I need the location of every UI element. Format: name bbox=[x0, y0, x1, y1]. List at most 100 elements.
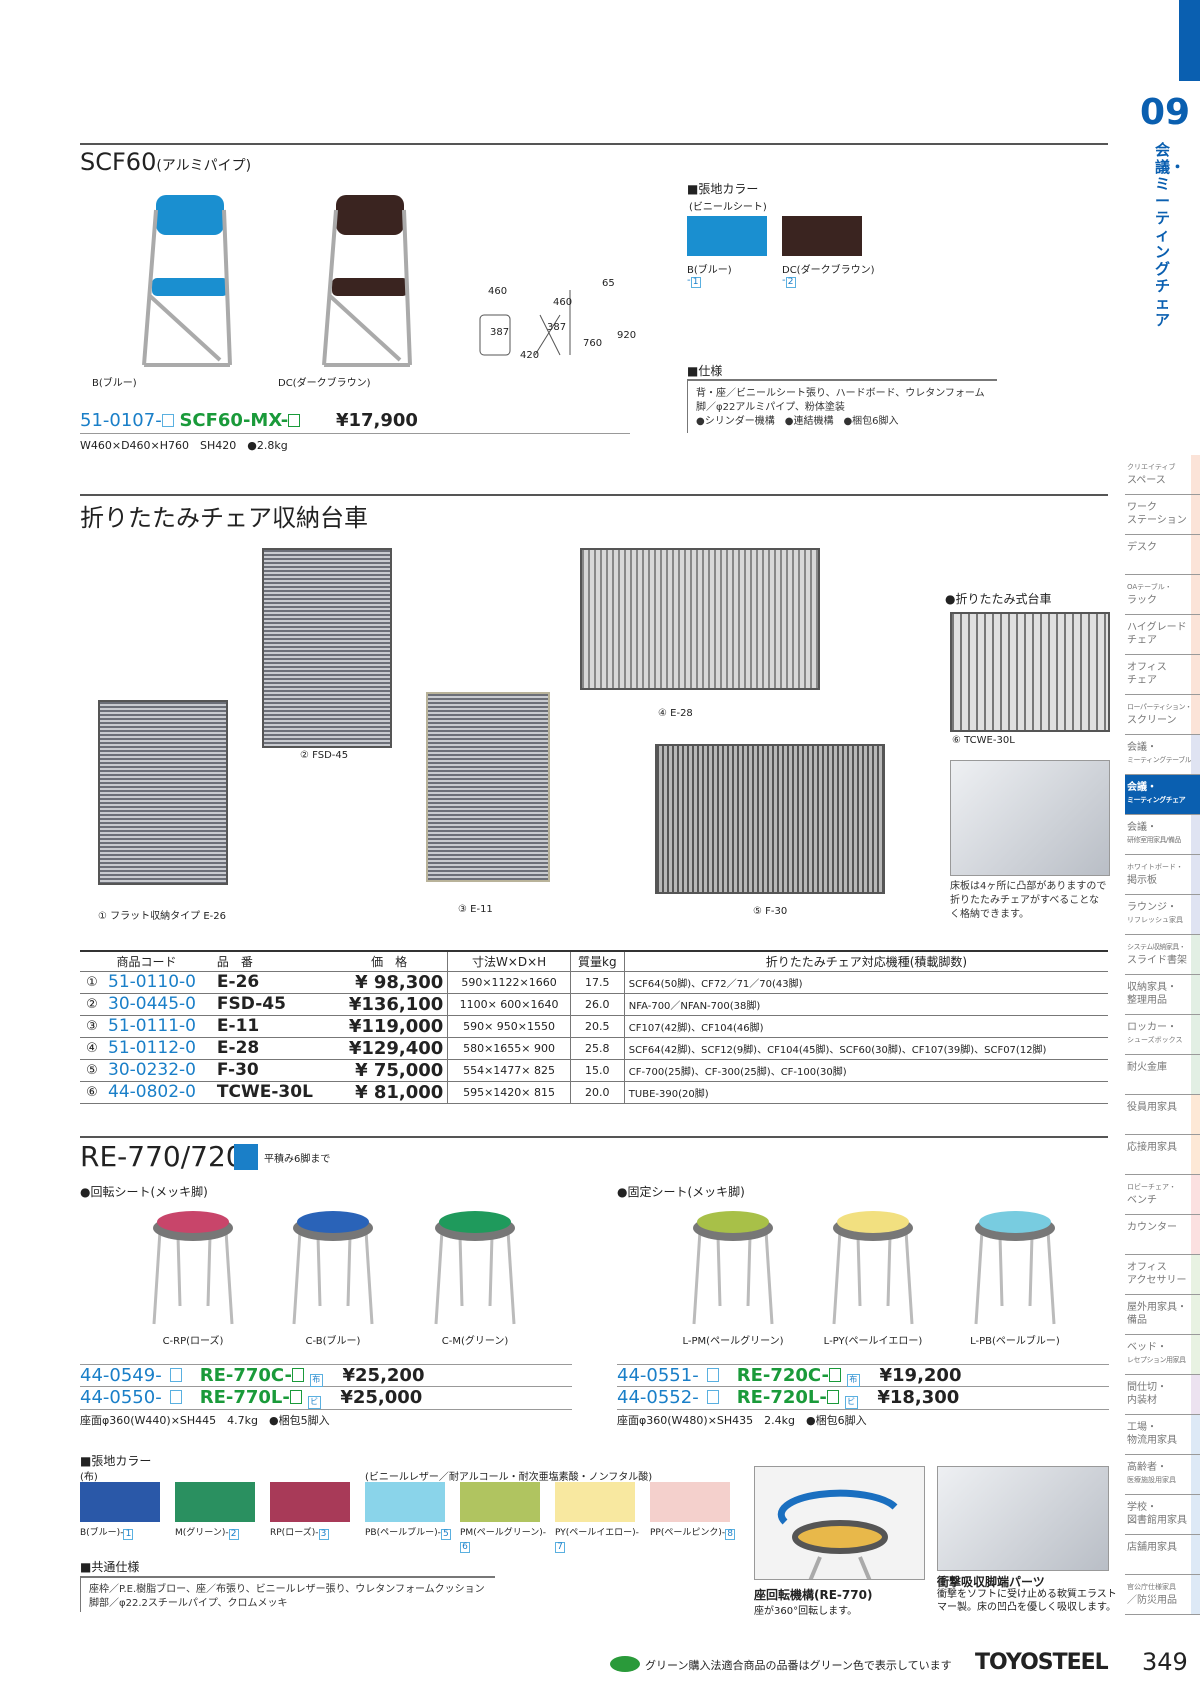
tab-label: 間仕切・内装材 bbox=[1127, 1381, 1189, 1407]
category-tab[interactable]: ベッド・レセプション用家具 bbox=[1125, 1335, 1200, 1375]
category-tab[interactable]: ローパーティション・スクリーン bbox=[1125, 695, 1200, 735]
category-tab[interactable]: ラウンジ・リフレッシュ家具 bbox=[1125, 895, 1200, 935]
tab-label-line: 応接用家具 bbox=[1127, 1142, 1177, 1153]
tab-color-bar bbox=[1191, 615, 1200, 654]
category-tab[interactable]: システム収納家具・スライド書架 bbox=[1125, 935, 1200, 975]
category-tab[interactable]: OAテーブル・ラック bbox=[1125, 575, 1200, 615]
category-tab[interactable]: 屋外用家具・備品 bbox=[1125, 1295, 1200, 1335]
fixed-head: ●固定シート(メッキ脚) bbox=[617, 1185, 745, 1199]
spec-left: 座面φ360(W440)×SH445 4.7kg ●梱包5脚入 bbox=[80, 1414, 330, 1427]
cell: NFA-700／NFAN-700(38脚) bbox=[623, 993, 1108, 1016]
cart-e28-image bbox=[580, 548, 820, 690]
scf60-product-line: 51-0107- SCF60-MX- ¥17,900 bbox=[80, 410, 418, 431]
stack-icon bbox=[234, 1144, 258, 1170]
cell: E-11 bbox=[212, 1015, 331, 1038]
label: PM(ペールグリーン)- bbox=[460, 1528, 547, 1538]
cell: 51-0112-0 bbox=[104, 1037, 213, 1060]
category-tab[interactable]: 会議・ミーティングチェア bbox=[1125, 775, 1200, 815]
caption: ② FSD-45 bbox=[300, 750, 349, 761]
stool-image bbox=[288, 1206, 378, 1335]
code-box bbox=[707, 1368, 719, 1382]
cell: TUBE-390(20脚) bbox=[623, 1081, 1108, 1104]
tab-label: ラウンジ・リフレッシュ家具 bbox=[1127, 901, 1189, 927]
cell: 17.5 bbox=[569, 971, 625, 994]
tab-label-line: 工場・ bbox=[1127, 1422, 1157, 1433]
category-tab[interactable]: 工場・物流用家具 bbox=[1125, 1415, 1200, 1455]
stack-note: 平積み6脚まで bbox=[264, 1154, 331, 1165]
category-tab[interactable]: クリエイティブスペース bbox=[1125, 455, 1200, 495]
subtitle: (アルミパイプ) bbox=[156, 158, 252, 174]
category-tab[interactable]: 官公庁仕様家具／防災用品 bbox=[1125, 1575, 1200, 1615]
cart-note: 床板は4ヶ所に凸部がありますので折りたたみチェアがすべることなく格納できます。 bbox=[950, 880, 1106, 922]
green-note: グリーン購入法適合商品の品番はグリーン色で表示しています bbox=[645, 1659, 952, 1672]
tab-label-line: スクリーン bbox=[1127, 715, 1177, 726]
tab-label-line: ラック bbox=[1127, 595, 1157, 606]
tab-label-line: レセプション用家具 bbox=[1127, 1356, 1186, 1364]
category-tab[interactable]: デスク bbox=[1125, 535, 1200, 575]
chapter-tab bbox=[1179, 0, 1200, 81]
material-icon: ビ bbox=[307, 1396, 321, 1409]
swatch-num: -2 bbox=[782, 275, 796, 288]
tab-label: 高齢者・医療施設用家具 bbox=[1127, 1461, 1189, 1487]
tab-label-line: ベンチ bbox=[1127, 1195, 1157, 1206]
category-tab[interactable]: オフィスチェア bbox=[1125, 655, 1200, 695]
cell: 20.5 bbox=[569, 1015, 625, 1038]
tab-label-line: 店舗用家具 bbox=[1127, 1542, 1177, 1553]
swatch-label: M(グリーン)-2 bbox=[175, 1527, 265, 1540]
tab-label: 官公庁仕様家具／防災用品 bbox=[1127, 1581, 1189, 1607]
swatch-label: B(ブルー)-1 bbox=[80, 1527, 170, 1540]
category-tab[interactable]: 会議・ミーティングテーブル bbox=[1125, 735, 1200, 775]
category-tab[interactable]: オフィスアクセサリー bbox=[1125, 1255, 1200, 1295]
common-box: 座枠／P.E.樹脂ブロー、座／布張り、ビニールレザー張り、ウレタンフォームクッシ… bbox=[80, 1576, 495, 1612]
tab-label: 耐火金庫 bbox=[1127, 1061, 1189, 1074]
dim: 460 bbox=[553, 297, 573, 308]
material-icon: 布 bbox=[846, 1374, 860, 1387]
rotation-photo bbox=[754, 1466, 925, 1580]
common-line: 座枠／P.E.樹脂ブロー、座／布張り、ビニールレザー張り、ウレタンフォームクッシ… bbox=[89, 1584, 485, 1595]
spec-line: 脚／φ22アルミパイプ、粉体塗装 bbox=[696, 402, 845, 413]
cell: CF107(42脚)、CF104(46脚) bbox=[623, 1015, 1108, 1038]
category-tab[interactable]: 応接用家具 bbox=[1125, 1135, 1200, 1175]
category-tab[interactable]: 役員用家具 bbox=[1125, 1095, 1200, 1135]
category-tab[interactable]: ホワイトボード・掲示板 bbox=[1125, 855, 1200, 895]
color-swatch bbox=[175, 1482, 255, 1522]
tab-label-line: ラウンジ・ bbox=[1127, 902, 1177, 913]
tab-color-bar bbox=[1191, 735, 1200, 774]
category-tab[interactable]: 間仕切・内装材 bbox=[1125, 1375, 1200, 1415]
code-box bbox=[707, 1390, 719, 1404]
cell: 44-0802-0 bbox=[104, 1081, 213, 1104]
tab-color-bar bbox=[1191, 1135, 1200, 1174]
cell: 15.0 bbox=[569, 1059, 625, 1082]
tab-color-bar bbox=[1191, 895, 1200, 934]
page-number: 349 bbox=[1142, 1648, 1188, 1676]
tab-label-line: 内装材 bbox=[1127, 1395, 1157, 1406]
tab-label-line: クリエイティブ bbox=[1127, 463, 1176, 471]
category-tab[interactable]: ロッカー・シューズボックス bbox=[1125, 1015, 1200, 1055]
stool-image bbox=[430, 1206, 520, 1335]
category-tab[interactable]: 会議・研修室用家具/備品 bbox=[1125, 815, 1200, 855]
category-tab[interactable]: ロビーチェア・ベンチ bbox=[1125, 1175, 1200, 1215]
tab-color-bar bbox=[1191, 1175, 1200, 1214]
color-swatch bbox=[365, 1482, 445, 1522]
category-tab[interactable]: ワークステーション bbox=[1125, 495, 1200, 535]
category-tab[interactable]: 学校・図書館用家具 bbox=[1125, 1495, 1200, 1535]
cell: 30-0445-0 bbox=[104, 993, 213, 1016]
stool-label: C-RP(ローズ) bbox=[162, 1336, 224, 1347]
product-price: ¥25,200 bbox=[342, 1365, 425, 1386]
category-tab[interactable]: 耐火金庫 bbox=[1125, 1055, 1200, 1095]
section-title-re: RE-770/720 bbox=[80, 1140, 244, 1173]
num: 1 bbox=[690, 277, 701, 288]
cell: ¥ 98,300 bbox=[330, 971, 448, 994]
th-size: 寸法W×D×H bbox=[447, 951, 571, 972]
tab-color-bar bbox=[1191, 1575, 1200, 1614]
cell: 580×1655× 900 bbox=[447, 1037, 571, 1060]
category-tab[interactable]: 高齢者・医療施設用家具 bbox=[1125, 1455, 1200, 1495]
category-tab[interactable]: ハイグレードチェア bbox=[1125, 615, 1200, 655]
category-tab[interactable]: 店舗用家具 bbox=[1125, 1535, 1200, 1575]
color-swatch bbox=[270, 1482, 350, 1522]
caption: ⑥ TCWE-30L bbox=[952, 735, 1015, 746]
category-tab[interactable]: カウンター bbox=[1125, 1215, 1200, 1255]
category-tab[interactable]: 収納家具・整理用品 bbox=[1125, 975, 1200, 1015]
